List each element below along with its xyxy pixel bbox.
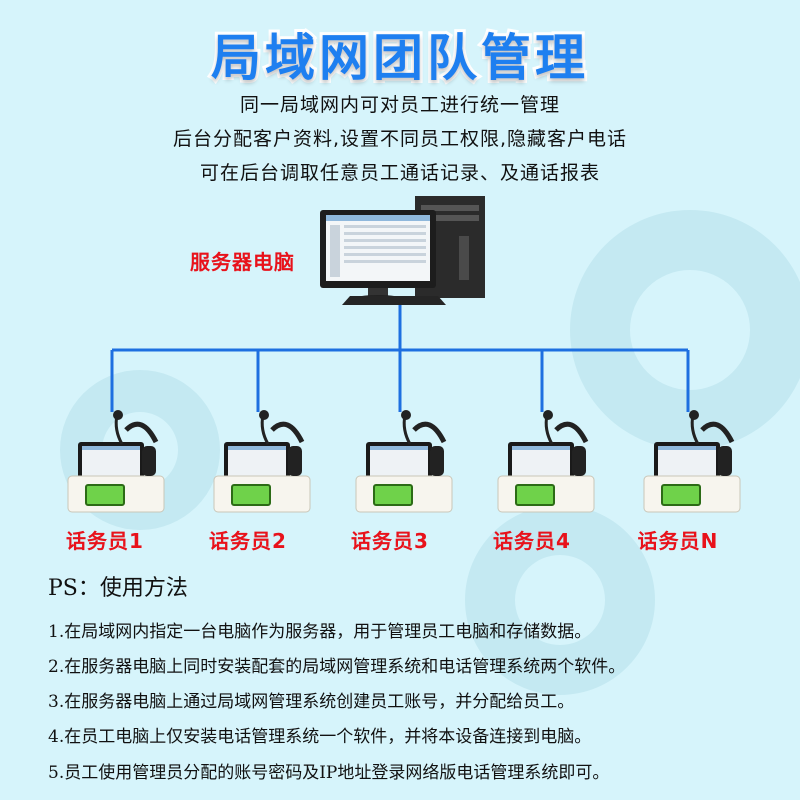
- step-3: 3.在服务器电脑上通过局域网管理系统创建员工账号，并分配给员工。: [48, 692, 575, 712]
- subtitle-line-2: 后台分配客户资料,设置不同员工权限,隐藏客户电话: [172, 128, 628, 150]
- server-computer-icon: [320, 196, 485, 305]
- operator-label-4: 话务员4: [493, 529, 571, 553]
- operator-label-3: 话务员3: [351, 529, 429, 553]
- operator-station-icon-4: [497, 410, 595, 513]
- operator-station-icon-5: [643, 410, 741, 513]
- step-2: 2.在服务器电脑上同时安装配套的局域网管理系统和电话管理系统两个软件。: [48, 657, 626, 677]
- operator-label-1: 话务员1: [66, 529, 144, 553]
- page-title: 局域网团队管理: [208, 26, 589, 90]
- operator-station-icon-1: [67, 410, 165, 513]
- network-lines: [110, 305, 690, 412]
- subtitle-line-3: 可在后台调取任意员工通话记录、及通话报表: [199, 162, 600, 184]
- server-label: 服务器电脑: [190, 250, 295, 274]
- operator-station-icon-3: [355, 410, 453, 513]
- step-4: 4.在员工电脑上仅安装电话管理系统一个软件，并将本设备连接到电脑。: [48, 727, 592, 747]
- operator-label-5: 话务员N: [637, 529, 719, 553]
- step-5: 5.员工使用管理员分配的账号密码及IP地址登录网络版电话管理系统即可。: [48, 763, 610, 783]
- step-1: 1.在局域网内指定一台电脑作为服务器，用于管理员工电脑和存储数据。: [48, 622, 592, 642]
- ps-heading: PS：使用方法: [48, 576, 188, 601]
- operator-label-2: 话务员2: [209, 529, 287, 553]
- operator-station-icon-2: [213, 410, 311, 513]
- subtitle-line-1: 同一局域网内可对员工进行统一管理: [239, 94, 560, 116]
